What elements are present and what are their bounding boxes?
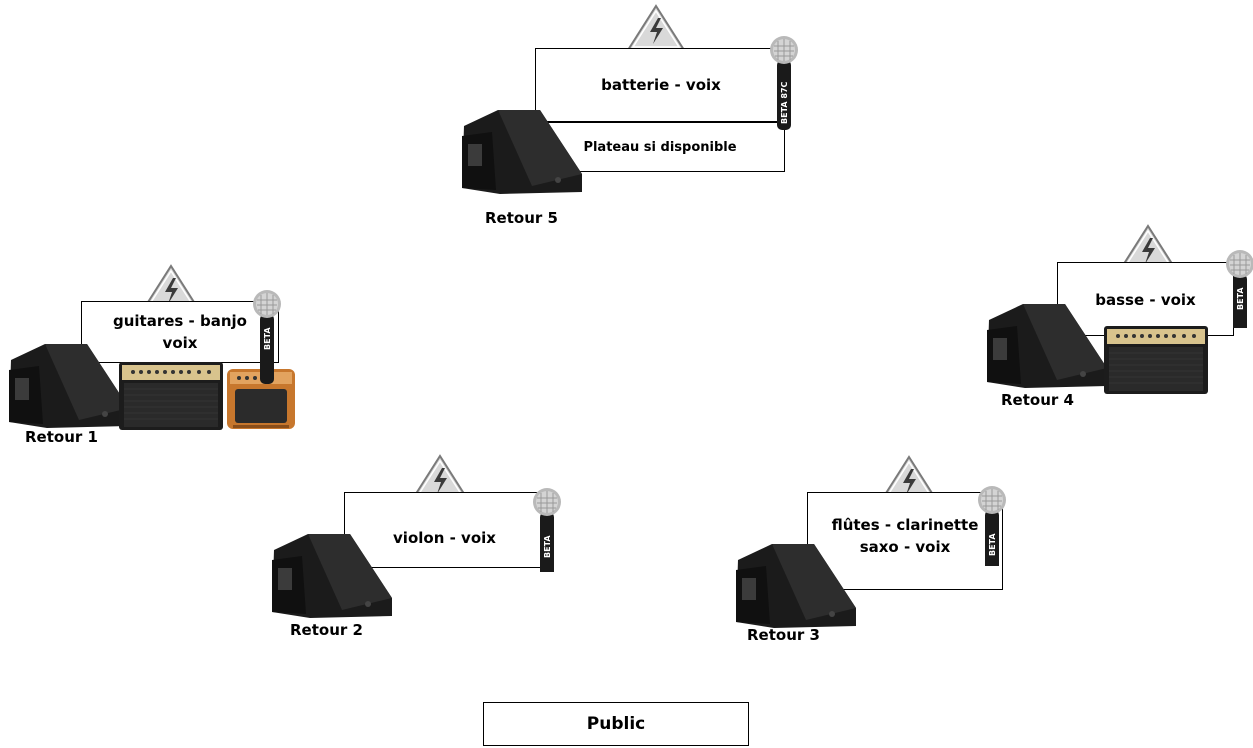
microphone-icon: BETA (533, 488, 562, 572)
station-instruments: violon - voix (393, 529, 496, 547)
station-instruments-line1: flûtes - clarinette (831, 516, 979, 534)
station-box-guitares: guitares - banjo voix (81, 301, 279, 363)
stage-monitor-icon (9, 344, 129, 428)
microphone-icon: BETA (978, 486, 1007, 566)
monitor-label: Retour 4 (1001, 391, 1074, 409)
bass-amp-icon (1104, 326, 1208, 395)
station-box-batterie: batterie - voix (535, 48, 787, 122)
station-instruments-line2: saxo - voix (859, 538, 951, 556)
station-box-flutes: flûtes - clarinette saxo - voix (807, 492, 1003, 590)
station-instruments-line1: guitares - banjo (112, 312, 247, 330)
monitor-label: Retour 5 (485, 209, 558, 227)
station-instruments-line2: voix (162, 334, 198, 352)
stage-monitor-icon (987, 304, 1107, 388)
microphone-icon: BETA (1226, 250, 1253, 328)
warning-icon (627, 5, 685, 51)
monitor-label: Retour 3 (747, 626, 820, 644)
stage-monitor-icon (736, 544, 856, 628)
mic-model: BETA 87C (780, 81, 789, 124)
guitar-amp-icon (119, 362, 223, 431)
stage-monitor-icon (272, 534, 392, 618)
station-box-basse: basse - voix (1057, 262, 1234, 336)
monitor-label: Retour 2 (290, 621, 363, 639)
mic-model: BETA (988, 533, 997, 556)
station-instruments: batterie - voix (601, 76, 721, 94)
microphone-icon: BETA 87C (770, 36, 799, 131)
mic-model: BETA (263, 327, 272, 350)
station-subbox: Plateau si disponible (535, 122, 785, 172)
public-area: Public (483, 702, 749, 746)
station-instruments: basse - voix (1095, 291, 1196, 309)
mic-model: BETA (543, 535, 552, 558)
station-box-violon: violon - voix (344, 492, 545, 568)
public-label: Public (586, 714, 646, 734)
monitor-label: Retour 1 (25, 428, 98, 446)
stage-monitor-icon (462, 110, 582, 194)
microphone-icon: BETA (253, 290, 282, 385)
station-note: Plateau si disponible (583, 139, 737, 155)
mic-model: BETA (1236, 287, 1245, 310)
